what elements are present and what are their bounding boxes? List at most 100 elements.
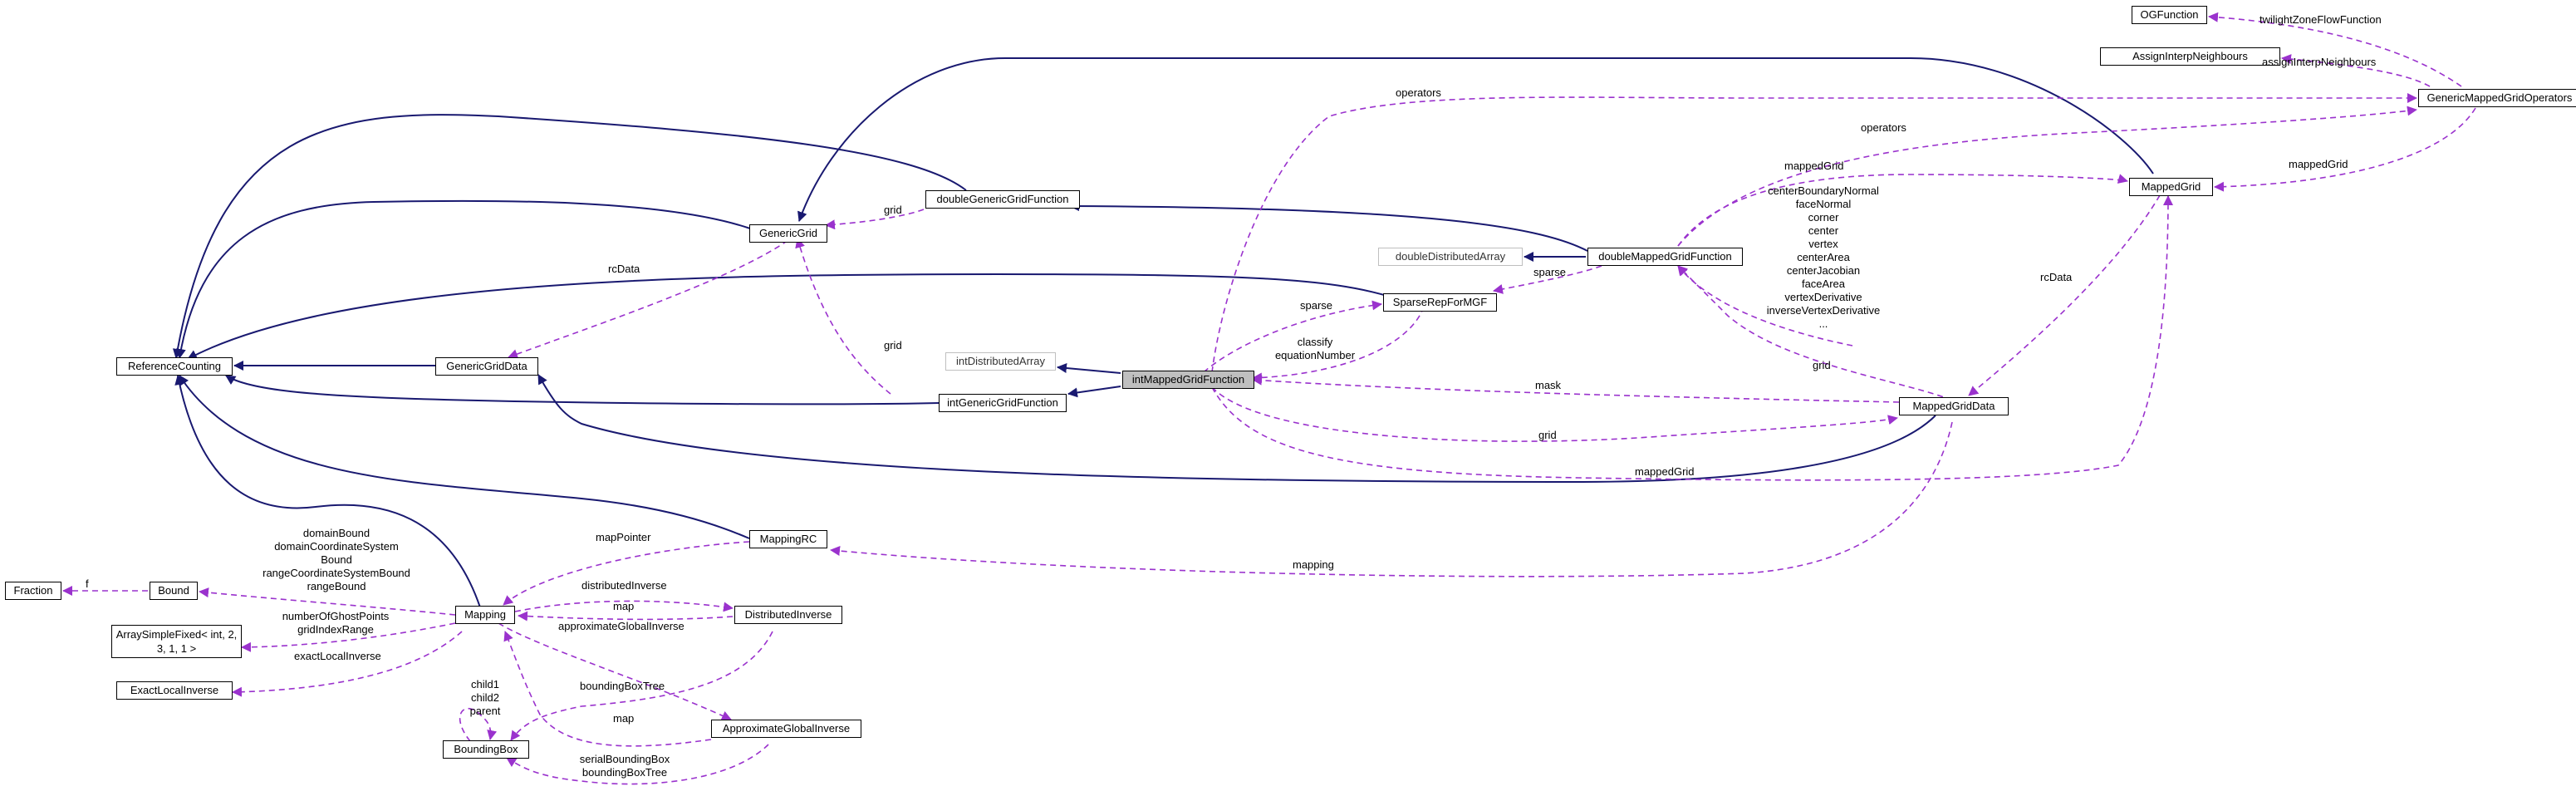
label-operators-mid: operators	[1861, 121, 1906, 134]
label-equationnumber: equationNumber	[1274, 349, 1356, 361]
edge-use-mappedgrid-dmgf	[1677, 174, 2128, 247]
label-map-agi: map	[613, 712, 635, 725]
edge-inherit-genericgrid-referencecounting	[175, 199, 751, 359]
label-ellipsis: ...	[1818, 317, 1828, 330]
label-inversevertexderivative: inverseVertexDerivative	[1766, 304, 1881, 317]
label-serialbb: serialBoundingBox boundingBoxTree	[580, 753, 670, 779]
edge-use-mapping-mgd	[830, 421, 1953, 577]
edge-use-map-agi	[503, 631, 712, 747]
node-intdistributedarray[interactable]: intDistributedArray	[945, 352, 1056, 371]
node-intmappedgridfunction[interactable]: intMappedGridFunction	[1122, 371, 1254, 389]
label-classify-equationnumber: classify equationNumber	[1275, 336, 1355, 362]
edge-use-sparse-imgf	[1203, 300, 1382, 373]
label-mappedgrid-dmgf: mappedGrid	[1784, 160, 1844, 172]
label-mappedgrid-imgf: mappedGrid	[1635, 465, 1695, 478]
label-ghostpoints: numberOfGhostPoints gridIndexRange	[282, 610, 390, 636]
label-centerboundarynormal: centerBoundaryNormal	[1768, 184, 1879, 197]
edge-use-twilightzone	[2208, 12, 2462, 87]
edge-use-children	[459, 707, 498, 742]
edge-inherit-intmappedgridfunction-intdistributedarray	[1057, 363, 1121, 374]
edge-use-grid-dggf	[825, 209, 925, 230]
node-doubledistributedarray[interactable]: doubleDistributedArray	[1378, 248, 1523, 266]
label-rcdata-sparse: rcData	[608, 263, 640, 275]
label-grid-imgf: grid	[1813, 359, 1831, 371]
label-child2: child2	[471, 691, 499, 704]
label-bound: Bound	[321, 553, 352, 566]
label-child1: child1	[471, 678, 499, 690]
node-bound[interactable]: Bound	[150, 582, 198, 600]
node-distributedinverse[interactable]: DistributedInverse	[734, 606, 842, 624]
node-arraysimplefixed[interactable]: ArraySimpleFixed< int, 2, 3, 1, 1 >	[111, 625, 242, 658]
label-bound-fields: domainBound domainCoordinateSystem Bound…	[263, 527, 410, 593]
label-dmgf-fields: centerBoundaryNormal faceNormal corner c…	[1767, 184, 1881, 331]
label-mappointer: mapPointer	[596, 531, 651, 543]
node-mappedgriddata[interactable]: MappedGridData	[1899, 397, 2009, 415]
node-doublemappedgridfunction[interactable]: doubleMappedGridFunction	[1587, 248, 1743, 266]
node-genericgriddata[interactable]: GenericGridData	[435, 357, 538, 376]
edge-use-bound	[199, 587, 456, 616]
label-serialboundingbox: serialBoundingBox	[579, 753, 670, 765]
edge-use-rcdata-mgd	[1968, 194, 2161, 396]
label-mapping-mgd: mapping	[1293, 558, 1334, 571]
node-boundingbox[interactable]: BoundingBox	[443, 740, 529, 759]
label-map-di: map	[613, 600, 635, 612]
label-mask: mask	[1535, 379, 1562, 391]
label-sparse-imgf: sparse	[1300, 299, 1333, 312]
label-assigninterpneighbours: assignInterpNeighbours	[2262, 56, 2377, 68]
label-rangecoordinatesystembound: rangeCoordinateSystemBound	[263, 567, 410, 579]
edge-use-mappointer	[503, 541, 750, 606]
label-operators-top: operators	[1396, 86, 1441, 99]
node-assigninterpneighbours[interactable]: AssignInterpNeighbours	[2100, 47, 2280, 66]
edge-use-exactlocal	[232, 631, 463, 697]
node-sparserepformgf[interactable]: SparseRepForMGF	[1383, 293, 1497, 312]
node-mappingrc[interactable]: MappingRC	[749, 530, 827, 548]
edge-inherit-mappedgrid-genericgrid	[797, 57, 2154, 222]
label-vertexderivative: vertexDerivative	[1784, 291, 1862, 303]
edge-use-mappedgrid-ops	[2214, 107, 2476, 192]
node-ogfunction[interactable]: OGFunction	[2132, 6, 2207, 24]
label-twilightzoneflowfunction: twilightZoneFlowFunction	[2260, 13, 2382, 26]
node-mapping[interactable]: Mapping	[455, 606, 515, 624]
edge-use-bbtree-di	[510, 631, 773, 741]
label-exactlocalinverse: exactLocalInverse	[294, 650, 381, 662]
label-facenormal: faceNormal	[1795, 198, 1852, 210]
edge-inherit-mappingrc-referencecounting	[179, 375, 750, 539]
edge-inherit-doublemappedgridfunction-doublegenericgridfunction	[1069, 201, 1588, 252]
label-corner: corner	[1808, 211, 1839, 224]
edge-use-assigninterp	[2281, 54, 2431, 87]
edge-use-mask	[1252, 375, 1900, 403]
edge-inherit-mapping-referencecounting	[174, 375, 481, 608]
node-doublegenericgridfunction[interactable]: doubleGenericGridFunction	[925, 190, 1080, 209]
node-exactlocalinverse[interactable]: ExactLocalInverse	[116, 681, 233, 700]
node-referencecounting[interactable]: ReferenceCounting	[116, 357, 233, 376]
edge-use-rcdata-ggd	[508, 233, 797, 359]
label-sparse-dmgf: sparse	[1533, 266, 1567, 278]
edge-inherit-mappedgriddata-genericgriddata	[537, 374, 1936, 484]
label-vertex: vertex	[1808, 238, 1838, 250]
edge-use-serialbb	[506, 744, 769, 785]
label-numberofghostpoints: numberOfGhostPoints	[282, 610, 390, 622]
edge-use-grid-iggf	[795, 238, 891, 395]
label-domainbound: domainBound	[302, 527, 370, 539]
node-fraction[interactable]: Fraction	[5, 582, 61, 600]
edge-use-classify	[1252, 306, 1425, 383]
label-distributedinverse: distributedInverse	[581, 579, 667, 592]
label-center: center	[1808, 224, 1839, 237]
label-facearea: faceArea	[1801, 278, 1846, 290]
label-fraction-f: f	[86, 577, 89, 590]
label-mappedgrid-ops: mappedGrid	[2289, 158, 2348, 170]
node-genericmappedgridoperators[interactable]: GenericMappedGridOperators	[2418, 89, 2576, 107]
edge-use-distributedinverse	[514, 600, 734, 612]
label-children: child1 child2 parent	[470, 678, 501, 718]
node-intgenericgridfunction[interactable]: intGenericGridFunction	[939, 394, 1067, 412]
label-grid-mgd: grid	[1538, 429, 1557, 441]
label-rangebound: rangeBound	[307, 580, 366, 592]
node-approximateglobalinverse[interactable]: ApproximateGlobalInverse	[711, 720, 861, 738]
edge-inherit-sparserepformgf-referencecounting	[187, 273, 1391, 360]
node-genericgrid[interactable]: GenericGrid	[749, 224, 827, 243]
edge-use-grid-mgd	[1211, 386, 1898, 442]
label-gridindexrange: gridIndexRange	[297, 623, 374, 636]
label-domaincoordinatesystem: domainCoordinateSystem	[274, 540, 399, 553]
edge-use-ghostpoints	[241, 622, 456, 652]
node-mappedgrid[interactable]: MappedGrid	[2129, 178, 2213, 196]
